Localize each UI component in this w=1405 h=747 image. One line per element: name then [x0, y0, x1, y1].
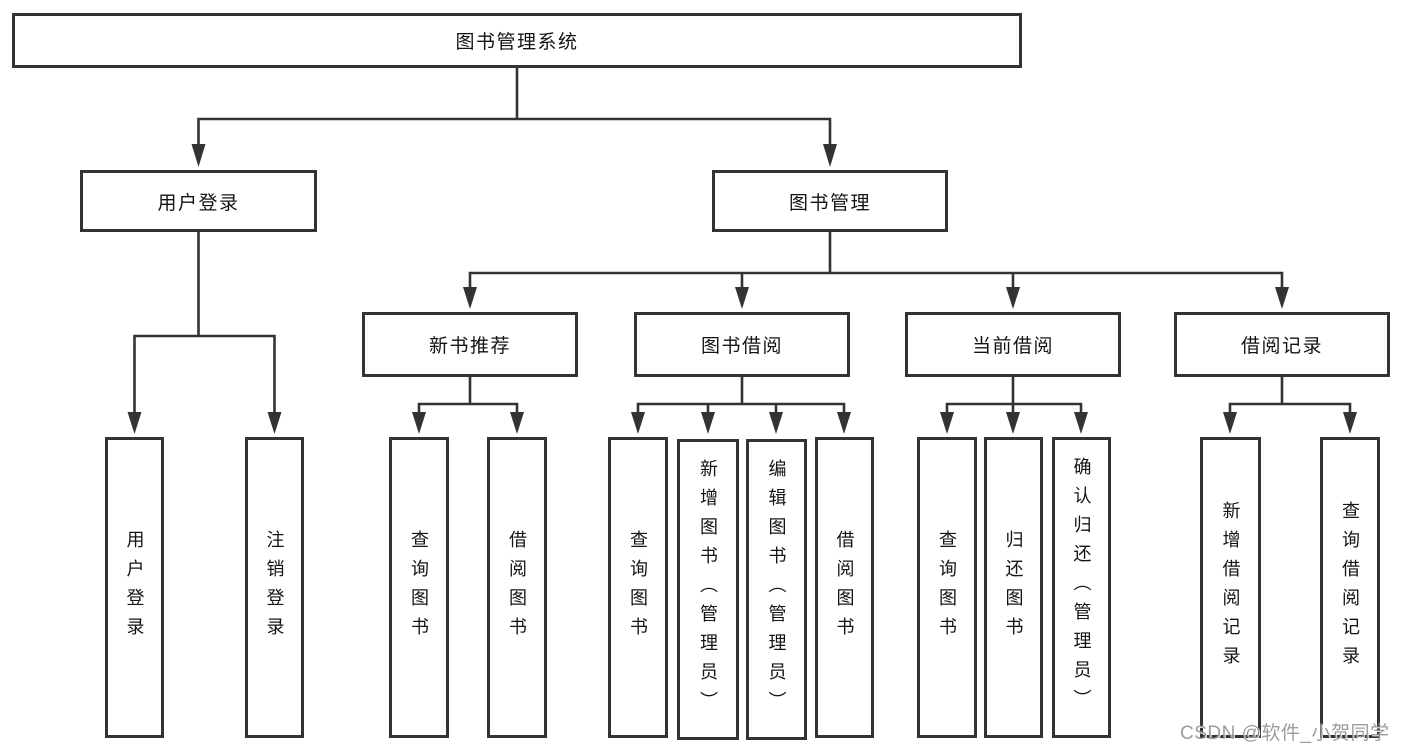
leaf-query-books-borrow: 查询图书 [608, 437, 668, 738]
leaf-add-books-admin: 新增图书（管理员） [677, 439, 739, 740]
leaf-add-borrow-record: 新增借阅记录 [1200, 437, 1261, 738]
node-label: 图书管理系统 [455, 32, 579, 53]
leaf-label: 查询图书 [409, 529, 429, 646]
node-library-management-system: 图书管理系统 [12, 13, 1022, 68]
node-book-management: 图书管理 [712, 170, 948, 232]
leaf-label: 编辑图书（管理员） [766, 459, 787, 720]
csdn-watermark: CSDN @软件_小贺同学 [1180, 723, 1390, 744]
leaf-label: 查询图书 [937, 529, 957, 646]
node-book-borrow: 图书借阅 [634, 312, 850, 377]
node-user-login: 用户登录 [80, 170, 317, 232]
node-label: 新书推荐 [428, 336, 511, 357]
node-label: 当前借阅 [971, 336, 1054, 357]
leaf-query-books-recommend: 查询图书 [389, 437, 449, 738]
leaf-borrow-books-recommend: 借阅图书 [487, 437, 547, 738]
leaf-user-login: 用户登录 [105, 437, 164, 738]
leaf-label: 借阅图书 [834, 529, 855, 646]
node-new-book-recommend: 新书推荐 [362, 312, 578, 377]
leaf-label: 确认归还（管理员） [1071, 457, 1092, 718]
leaf-query-books-current: 查询图书 [917, 437, 977, 738]
leaf-label: 查询借阅记录 [1340, 500, 1360, 675]
leaf-label: 借阅图书 [507, 529, 527, 646]
leaf-query-borrow-record: 查询借阅记录 [1320, 437, 1380, 738]
leaf-label: 注销登录 [264, 529, 285, 646]
leaf-label: 用户登录 [124, 529, 145, 646]
node-label: 用户登录 [157, 192, 240, 214]
leaf-label: 归还图书 [1003, 529, 1024, 646]
node-label: 图书管理 [788, 192, 871, 214]
leaf-label: 新增图书（管理员） [698, 459, 718, 720]
leaf-label: 查询图书 [628, 529, 648, 646]
leaf-label: 新增借阅记录 [1220, 500, 1241, 675]
node-borrow-records: 借阅记录 [1174, 312, 1390, 377]
leaf-logout: 注销登录 [245, 437, 304, 738]
node-current-borrow: 当前借阅 [905, 312, 1121, 377]
leaf-borrow-books: 借阅图书 [815, 437, 874, 738]
node-label: 图书借阅 [700, 336, 783, 357]
leaf-return-books: 归还图书 [984, 437, 1043, 738]
leaf-edit-books-admin: 编辑图书（管理员） [746, 439, 807, 740]
leaf-confirm-return-admin: 确认归还（管理员） [1052, 437, 1111, 738]
node-label: 借阅记录 [1240, 336, 1323, 357]
